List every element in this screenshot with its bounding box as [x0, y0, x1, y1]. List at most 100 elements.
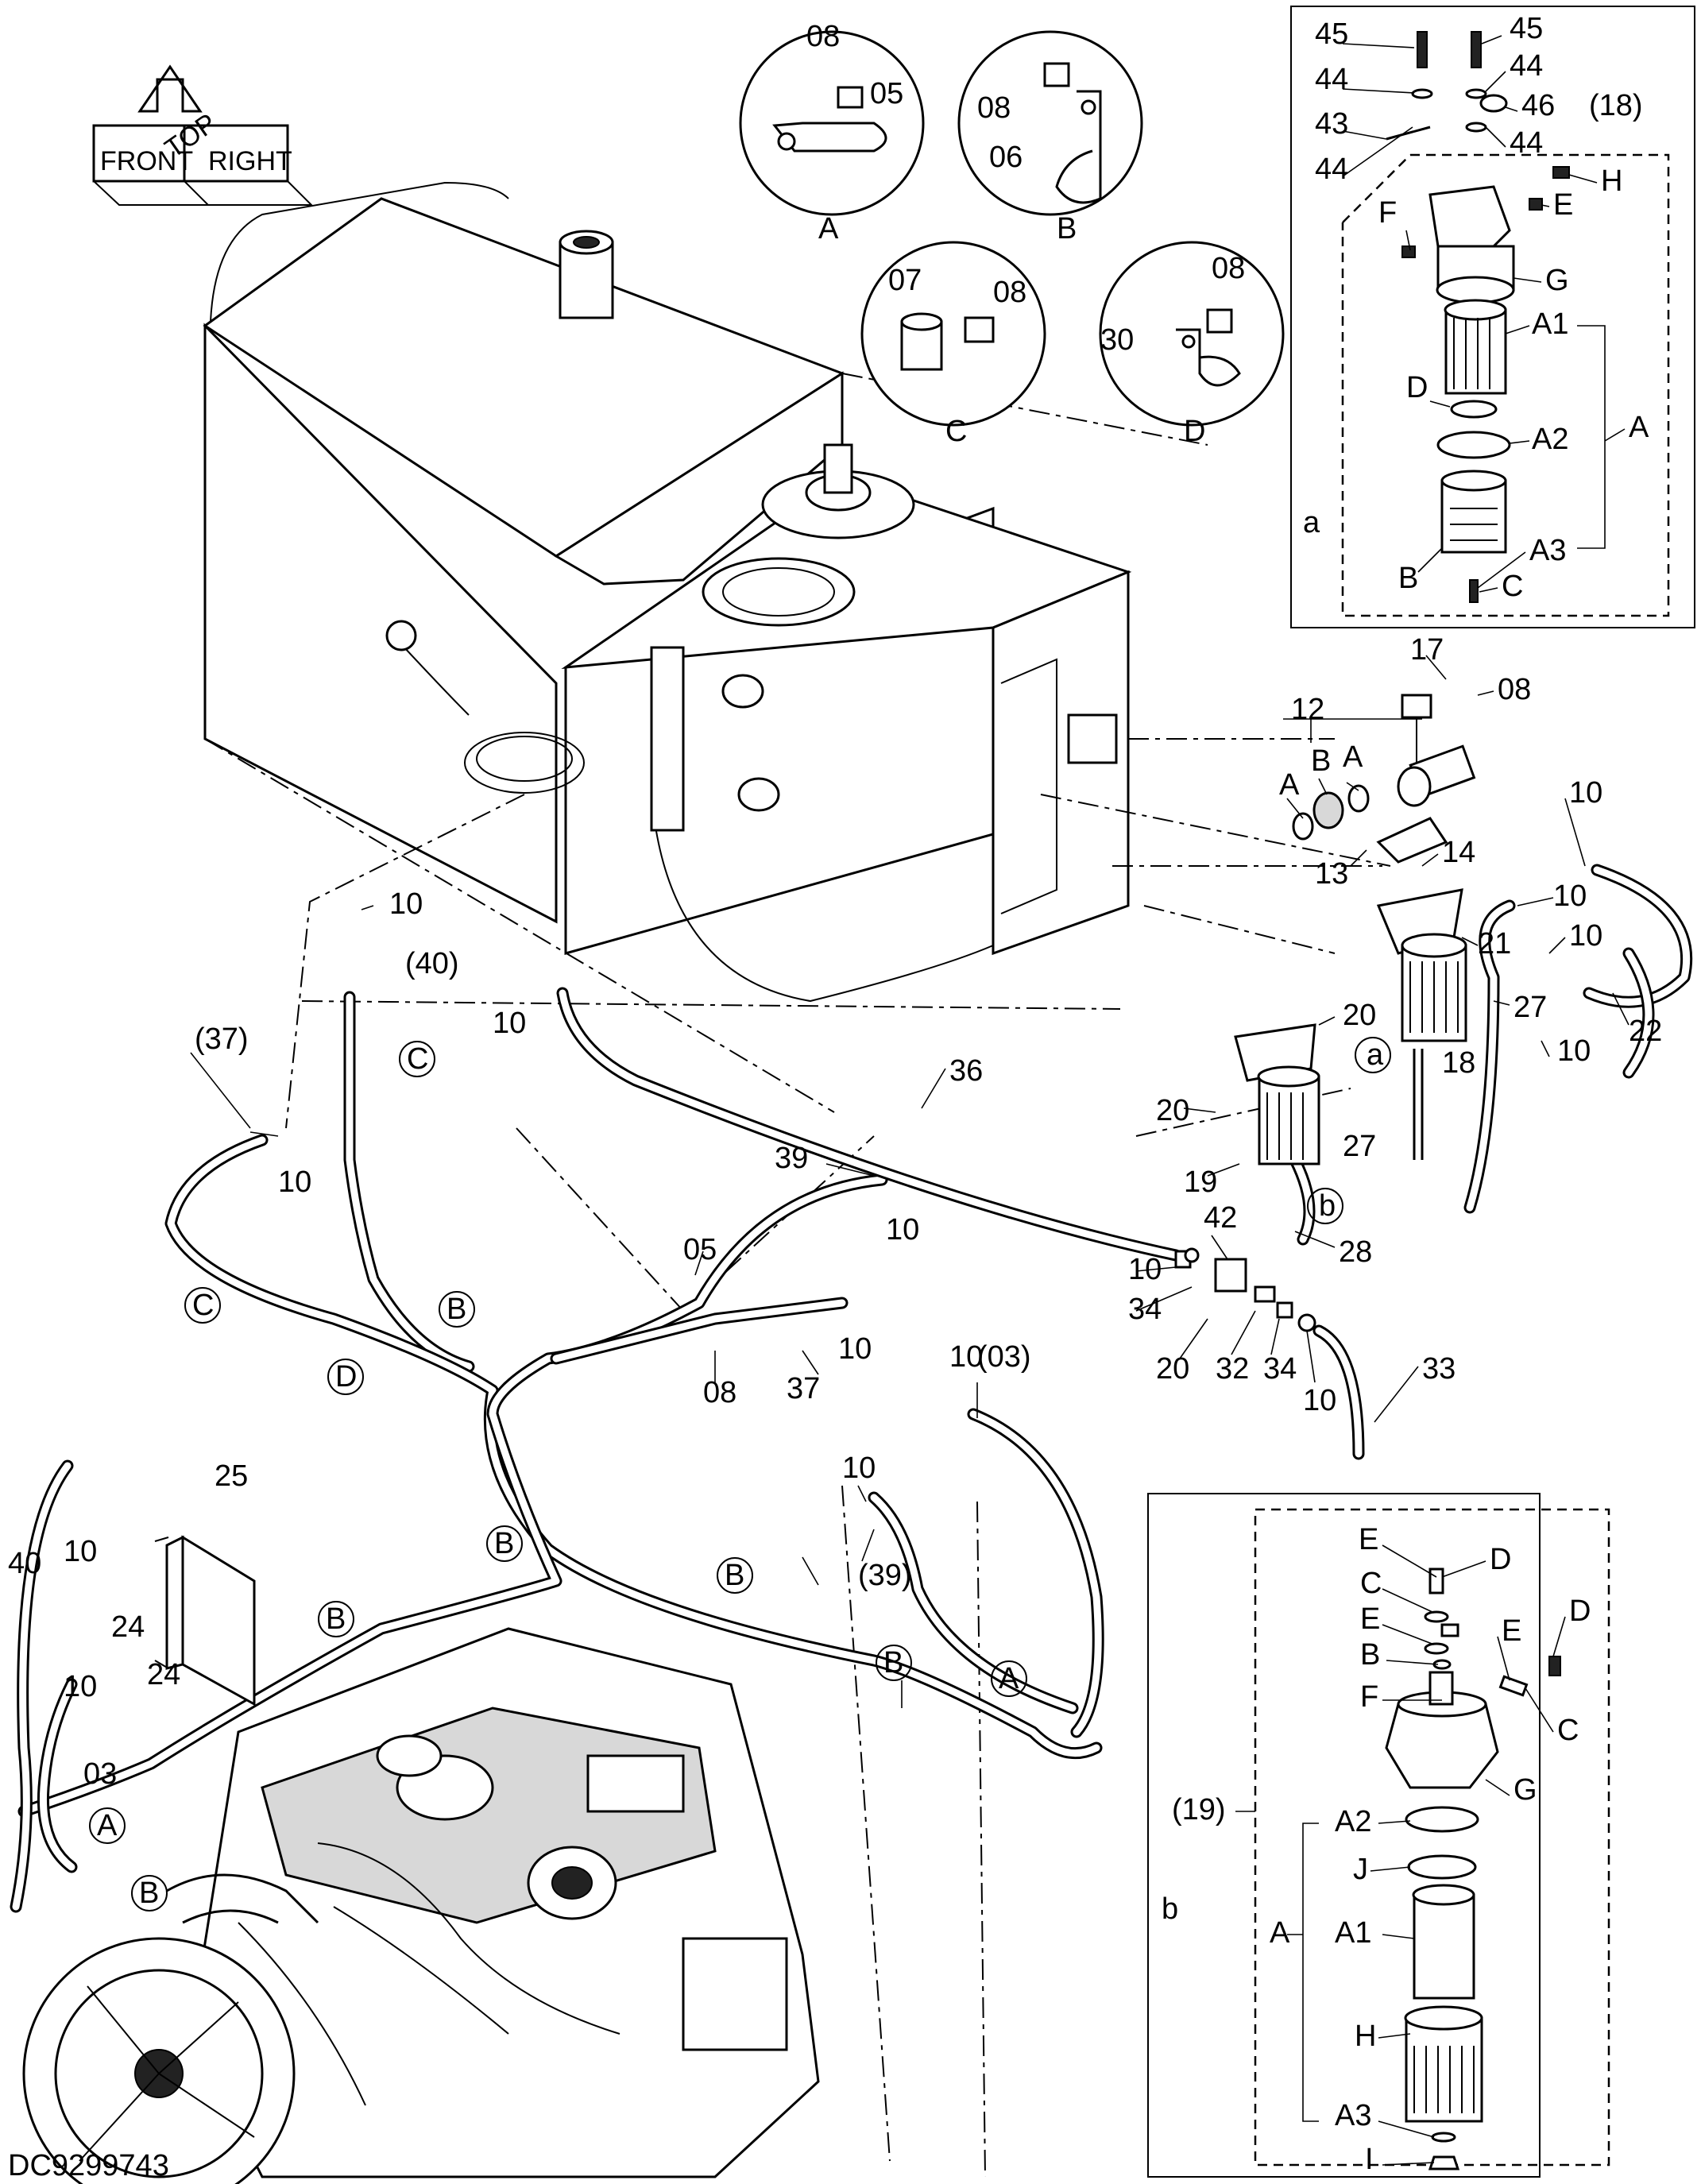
callout-24-lower: 24 [147, 1658, 180, 1691]
b-label-I: I [1365, 2143, 1374, 2176]
fuel-pump-and-filters [1174, 694, 1476, 1332]
detail-b-tag: b [1162, 1892, 1178, 1926]
callout-39: 39 [775, 1142, 808, 1175]
callout-10-c: 10 [1569, 919, 1602, 953]
callout-B-circle-mid-left: B [326, 1602, 346, 1636]
a-label-44-left-bottom: 44 [1315, 153, 1348, 186]
cooler-25 [154, 1535, 256, 1707]
callout-18: 18 [1442, 1046, 1475, 1080]
callout-34-left: 34 [1128, 1293, 1162, 1326]
callout-10-k: 10 [389, 887, 423, 921]
callout-B-circle-top: B [447, 1293, 466, 1326]
callout-37-lower: 37 [787, 1372, 820, 1405]
b-label-E-mid: E [1360, 1602, 1380, 1636]
b-label-A: A [1270, 1916, 1290, 1950]
callout-20-mid: 20 [1156, 1094, 1189, 1127]
callout-24-upper: 24 [111, 1610, 145, 1644]
callout-22: 22 [1629, 1015, 1662, 1048]
detail-D-part-08: 08 [1212, 252, 1245, 285]
a-label-A1: A1 [1532, 307, 1568, 341]
detail-box-b [1147, 1493, 1610, 2178]
callout-13: 13 [1315, 857, 1348, 891]
callout-pump-A-left: A [1279, 768, 1300, 802]
detail-circle-A: 08 05 A [739, 20, 925, 245]
orientation-compass-icon: FRONT TOP RIGHT [92, 64, 314, 206]
callout-a-tag: a [1367, 1038, 1384, 1072]
detail-a-tag: a [1303, 506, 1320, 539]
callout-17: 17 [1410, 633, 1444, 667]
callout-27-upper: 27 [1514, 991, 1547, 1024]
a-label-C: C [1502, 570, 1523, 603]
callout-21: 21 [1478, 927, 1511, 961]
a-label-B: B [1398, 562, 1418, 595]
callout-20-lower: 20 [1156, 1352, 1189, 1386]
callout-10-h: 10 [838, 1332, 872, 1366]
callout-27-lower: 27 [1343, 1130, 1376, 1163]
callout-28: 28 [1339, 1235, 1372, 1269]
callout-36: 36 [949, 1054, 983, 1088]
b-label-A1: A1 [1335, 1916, 1371, 1950]
a-label-G: G [1545, 264, 1569, 297]
a-label-45-right: 45 [1510, 12, 1543, 45]
detail-A-part-05: 05 [870, 77, 903, 110]
callout-10-tank: 10 [493, 1007, 526, 1040]
detail-box-a [1290, 6, 1695, 628]
detail-C-part-07: 07 [888, 264, 922, 297]
callout-39-paren: (39) [858, 1559, 912, 1592]
b-label-E-right: E [1502, 1614, 1521, 1648]
compass-front-label: FRONT [100, 146, 193, 176]
callout-03-paren: (03) [977, 1340, 1031, 1374]
b-label-E-top: E [1359, 1523, 1378, 1556]
detail-box-a-labels: 45 45 44 44 43 46 44 44 H F E G A1 D A2 … [1303, 12, 1649, 603]
callout-B-circle-center-right: B [725, 1559, 744, 1592]
a-label-H: H [1601, 164, 1622, 198]
callout-10-i: 10 [949, 1340, 983, 1374]
callout-10-a: 10 [1569, 776, 1602, 810]
b-label-C-top: C [1360, 1567, 1382, 1600]
callout-C-circle-upper: C [407, 1042, 428, 1076]
detail-C-letter: C [945, 415, 967, 448]
callout-D-circle: D [335, 1360, 357, 1394]
detail-D-letter: D [1184, 415, 1205, 448]
detail-circle-D: 08 30 D [1099, 241, 1285, 448]
detail-B-letter: B [1057, 212, 1077, 245]
tank-assembly [203, 181, 1132, 1010]
detail-C-part-08: 08 [993, 276, 1026, 309]
callout-40: 40 [8, 1547, 41, 1580]
b-label-F: F [1360, 1680, 1378, 1714]
detail-b-assembly: (19) [1172, 1793, 1226, 1826]
callout-10-g: 10 [1303, 1384, 1336, 1417]
a-label-45-left: 45 [1315, 17, 1348, 51]
b-label-B: B [1360, 1638, 1380, 1672]
drawing-code: DC9299743 [8, 2149, 169, 2182]
b-label-J: J [1353, 1853, 1368, 1886]
a-label-D: D [1406, 371, 1428, 404]
a-label-A: A [1629, 411, 1649, 444]
a-label-44-right-bottom: 44 [1510, 126, 1543, 160]
a-label-E: E [1553, 188, 1573, 222]
callout-B-circle-lower-left: B [139, 1877, 159, 1910]
callout-40-paren: (40) [405, 947, 459, 980]
detail-A-part-08: 08 [806, 20, 840, 53]
detail-a-assembly: (18) [1589, 89, 1643, 122]
b-label-D-right: D [1569, 1595, 1591, 1628]
detail-B-part-06: 06 [989, 141, 1023, 174]
callout-25: 25 [215, 1459, 248, 1493]
a-label-46: 46 [1521, 89, 1555, 122]
callout-b-tag: b [1319, 1189, 1336, 1223]
b-label-D-top: D [1490, 1543, 1511, 1576]
detail-D-part-30: 30 [1100, 323, 1134, 357]
callout-03: 03 [83, 1757, 117, 1791]
callout-34-right: 34 [1263, 1352, 1297, 1386]
callout-A-circle-right: A [999, 1662, 1019, 1695]
callout-37-paren: (37) [195, 1022, 249, 1056]
a-label-44-right-top: 44 [1510, 49, 1543, 83]
a-label-A2: A2 [1532, 423, 1568, 456]
callout-10-n: 10 [64, 1670, 97, 1703]
detail-circle-C: 07 08 C [860, 241, 1046, 448]
b-label-G: G [1514, 1773, 1537, 1807]
a-label-A3: A3 [1529, 534, 1566, 567]
detail-A-letter: A [818, 212, 839, 245]
compass-right-label: RIGHT [208, 146, 292, 176]
